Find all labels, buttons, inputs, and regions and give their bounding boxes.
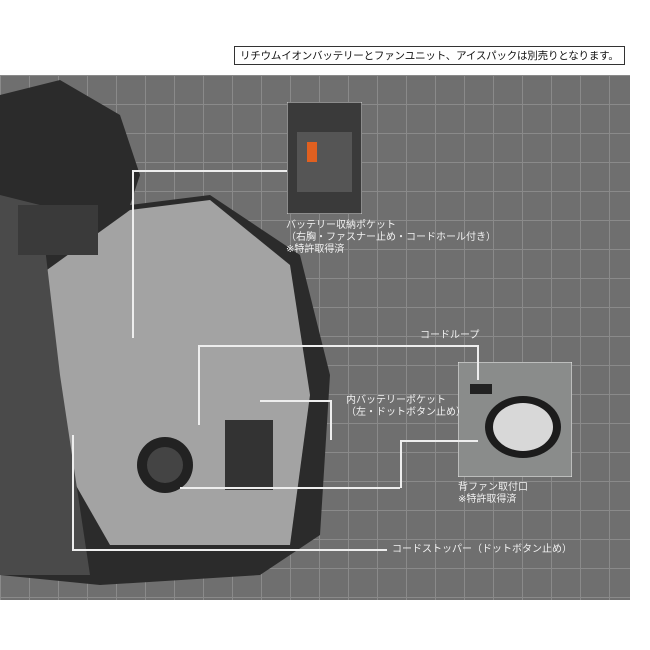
inner-battery-pocket-detail: （左・ドットボタン止め） (346, 407, 466, 418)
callout-line (132, 170, 287, 172)
callout-line (132, 170, 134, 338)
jacket-photo (0, 80, 330, 585)
callout-line (330, 400, 332, 440)
callout-line (400, 440, 478, 442)
inner-battery-pocket-label: 内バッテリーポケット（左・ドットボタン止め） (346, 395, 466, 419)
back-fan-patent: ※特許取得済 (458, 494, 517, 505)
callout-line (477, 345, 479, 380)
back-fan-photo (458, 362, 572, 477)
callout-line (260, 400, 330, 402)
cord-stopper-label: コードストッパー（ドットボタン止め） (392, 544, 572, 555)
callout-line (72, 549, 387, 551)
back-fan-title: 背ファン取付口 (458, 482, 528, 493)
battery-pocket-title: バッテリー収納ポケット (286, 220, 396, 231)
callout-line (72, 435, 74, 550)
notice-banner: リチウムイオンバッテリーとファンユニット、アイスパックは別売りとなります。 (234, 46, 625, 65)
callout-line (198, 345, 478, 347)
battery-pocket-label: バッテリー収納ポケット（右胸・ファスナー止め・コードホール付き）※特許取得済 (286, 220, 496, 256)
callout-line (198, 345, 200, 425)
callout-line (400, 440, 402, 488)
battery-pocket-detail: （右胸・ファスナー止め・コードホール付き） (286, 232, 496, 243)
inner-battery-pocket-title: 内バッテリーポケット (346, 395, 446, 406)
back-fan-label: 背ファン取付口※特許取得済 (458, 482, 528, 506)
callout-line (180, 487, 400, 489)
battery-pocket-patent: ※特許取得済 (286, 244, 345, 255)
cord-loop-label: コードループ (420, 330, 480, 341)
battery-pocket-photo (287, 102, 362, 214)
